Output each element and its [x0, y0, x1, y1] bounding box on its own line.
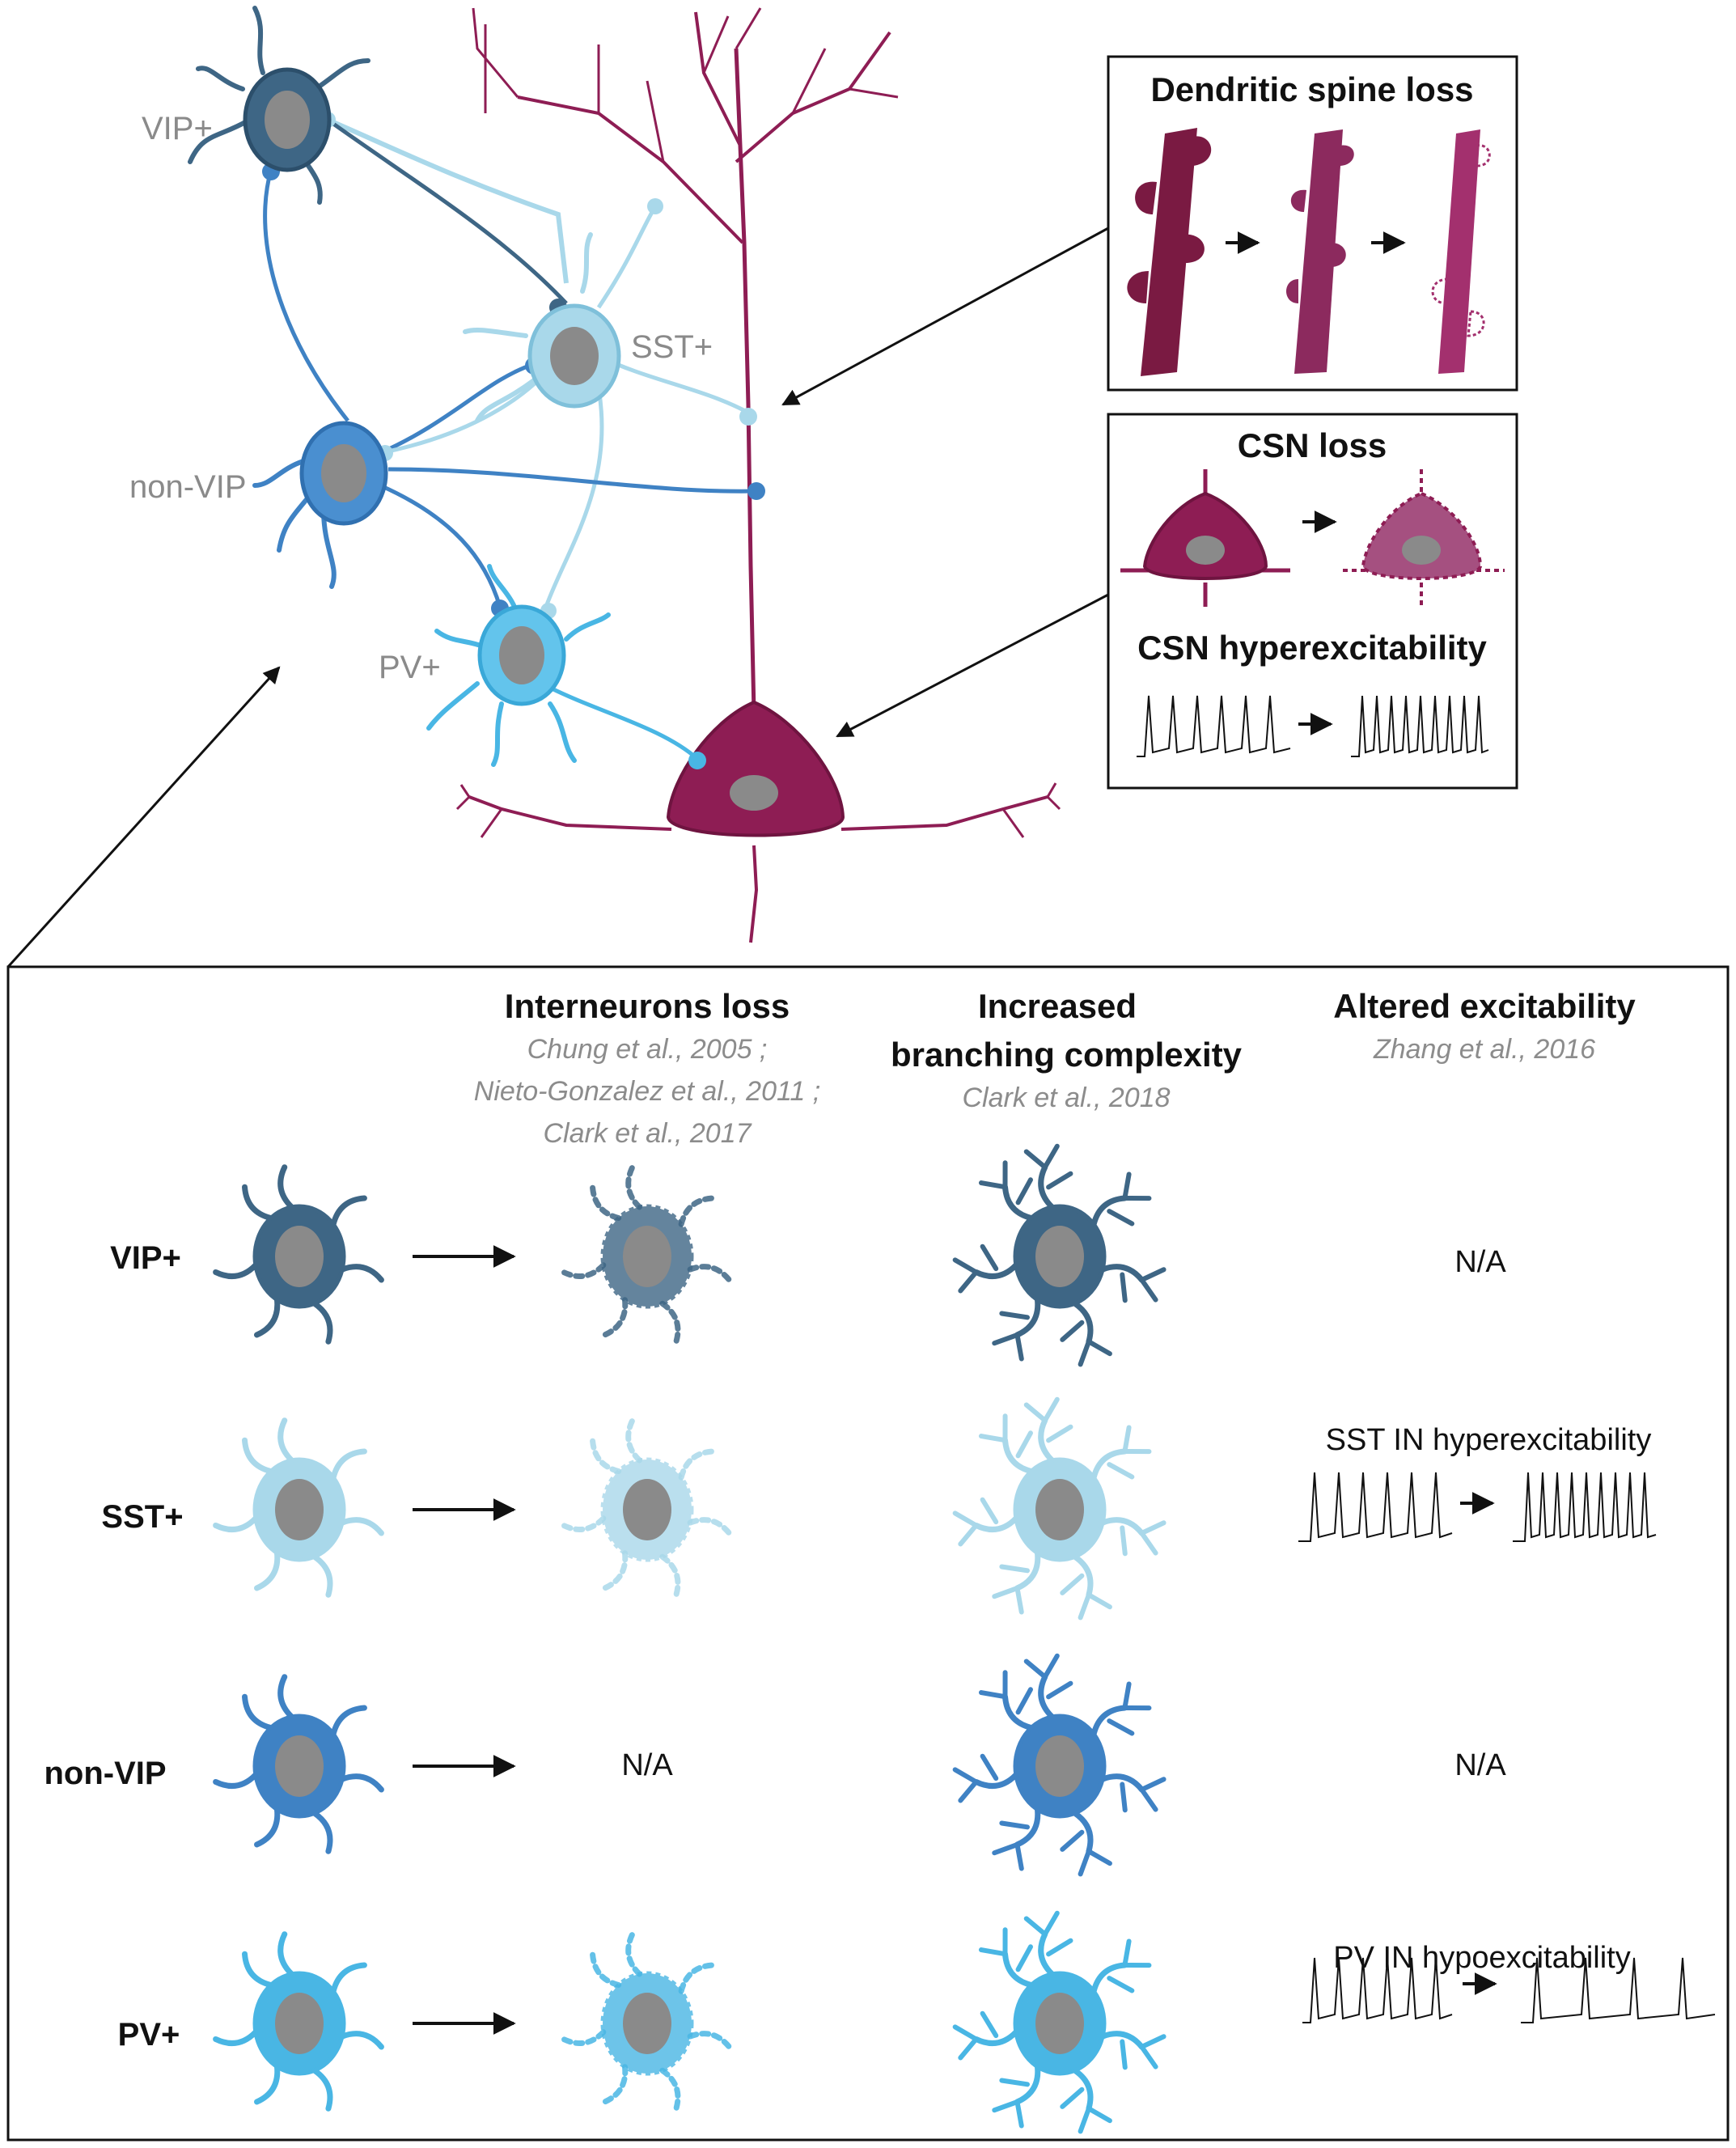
- csn-pointer-arrow: [836, 593, 1109, 738]
- col2-title-line1: Increased: [978, 987, 1137, 1025]
- spine-loss-title: Dendritic spine loss: [1150, 70, 1473, 108]
- dendrite-segment-intact: [1127, 128, 1212, 376]
- circuit-sst-cell: SST+: [463, 232, 713, 423]
- csn-lost-icon: [1343, 469, 1505, 607]
- circuit-pv-cell: PV+: [379, 564, 611, 767]
- col1-title: Interneurons loss: [505, 987, 790, 1025]
- sst-trace-hyper: [1513, 1472, 1657, 1542]
- csn-loss-title: CSN loss: [1238, 426, 1387, 464]
- circuit-label-vip: VIP+: [142, 111, 213, 146]
- table-pv-control-neuron: [213, 1931, 384, 2112]
- row-vip-excitability: N/A: [1454, 1245, 1506, 1279]
- col2-citation: Clark et al., 2018: [962, 1082, 1170, 1113]
- row-nonvip-loss: N/A: [621, 1748, 673, 1782]
- table-nonvip-branched-neuron-nucleus: [1035, 1735, 1084, 1797]
- table-pv-loss-neuron: [561, 1931, 732, 2112]
- circuit-label-pv: PV+: [379, 650, 441, 685]
- col1-citation-1: Chung et al., 2005 ;: [527, 1034, 768, 1065]
- row-pv-excitability: PV IN hypoexcitability: [1333, 1941, 1631, 1975]
- table-nonvip-branched-neuron: [952, 1653, 1167, 1877]
- dendrite-segment-lost: [1431, 129, 1491, 374]
- row-sst-excitability: SST IN hyperexcitability: [1326, 1423, 1652, 1457]
- pv-trace-hypo: [1521, 1957, 1716, 2023]
- row-nonvip-excitability: N/A: [1454, 1748, 1506, 1782]
- spine-loss-panel: Dendritic spine loss: [1107, 55, 1518, 392]
- table-nonvip-control-neuron-nucleus: [275, 1735, 324, 1797]
- table-vip-branched-neuron-nucleus: [1035, 1226, 1084, 1287]
- table-vip-control-neuron: [213, 1164, 384, 1345]
- table-pv-branched-neuron-nucleus: [1035, 1993, 1084, 2054]
- col2-title-line2: branching complexity: [891, 1036, 1243, 1074]
- table-neuron-cells: [213, 1143, 1167, 2134]
- col1-citation-2: Nieto-Gonzalez et al., 2011 ;: [474, 1076, 820, 1107]
- csn-trace-baseline: [1137, 695, 1291, 757]
- table-sst-branched-neuron: [952, 1396, 1167, 1621]
- table-sst-loss-neuron: [561, 1417, 732, 1598]
- pv-trace-baseline: [1302, 1957, 1453, 2023]
- circuit-label-sst: SST+: [631, 329, 713, 365]
- csn-pyramidal-neuron: [455, 7, 1061, 943]
- table-sst-control-neuron: [213, 1417, 384, 1598]
- row-label-nonvip: non-VIP: [44, 1756, 166, 1791]
- col3-citation: Zhang et al., 2016: [1373, 1034, 1595, 1065]
- row-label-pv: PV+: [118, 2017, 180, 2053]
- row-label-sst: SST+: [101, 1499, 183, 1535]
- dendrite-segment-reduced: [1286, 129, 1354, 374]
- table-vip-branched-neuron: [952, 1143, 1167, 1367]
- table-sst-loss-neuron-nucleus: [623, 1479, 671, 1540]
- table-nonvip-control-neuron: [213, 1674, 384, 1854]
- table-pv-branched-neuron: [952, 1910, 1167, 2134]
- csn-trace-hyper: [1351, 695, 1489, 757]
- table-pointer-arrow: [6, 666, 281, 968]
- csn-hyper-title: CSN hyperexcitability: [1137, 629, 1487, 667]
- circuit-vip-cell: VIP+: [142, 6, 370, 205]
- row-label-vip: VIP+: [110, 1240, 181, 1276]
- circuit-label-nonvip: non-VIP: [129, 469, 247, 505]
- table-vip-loss-neuron-nucleus: [623, 1226, 671, 1287]
- col3-title: Altered excitability: [1333, 987, 1636, 1025]
- circuit-nonvip-cell: non-VIP: [129, 421, 388, 589]
- table-vip-loss-neuron: [561, 1164, 732, 1345]
- spine-pointer-arrow: [781, 227, 1109, 406]
- sst-trace-baseline: [1298, 1472, 1453, 1542]
- table-sst-branched-neuron-nucleus: [1035, 1479, 1084, 1540]
- csn-intact-icon: [1120, 469, 1290, 607]
- csn-panel: CSN loss CSN hyperexcitability: [1107, 413, 1518, 790]
- table-vip-control-neuron-nucleus: [275, 1226, 324, 1287]
- summary-table: Interneurons loss Chung et al., 2005 ; N…: [6, 965, 1730, 2142]
- table-pv-control-neuron-nucleus: [275, 1993, 324, 2054]
- col1-citation-3: Clark et al., 2017: [543, 1118, 752, 1149]
- table-pv-loss-neuron-nucleus: [623, 1993, 671, 2054]
- table-sst-control-neuron-nucleus: [275, 1479, 324, 1540]
